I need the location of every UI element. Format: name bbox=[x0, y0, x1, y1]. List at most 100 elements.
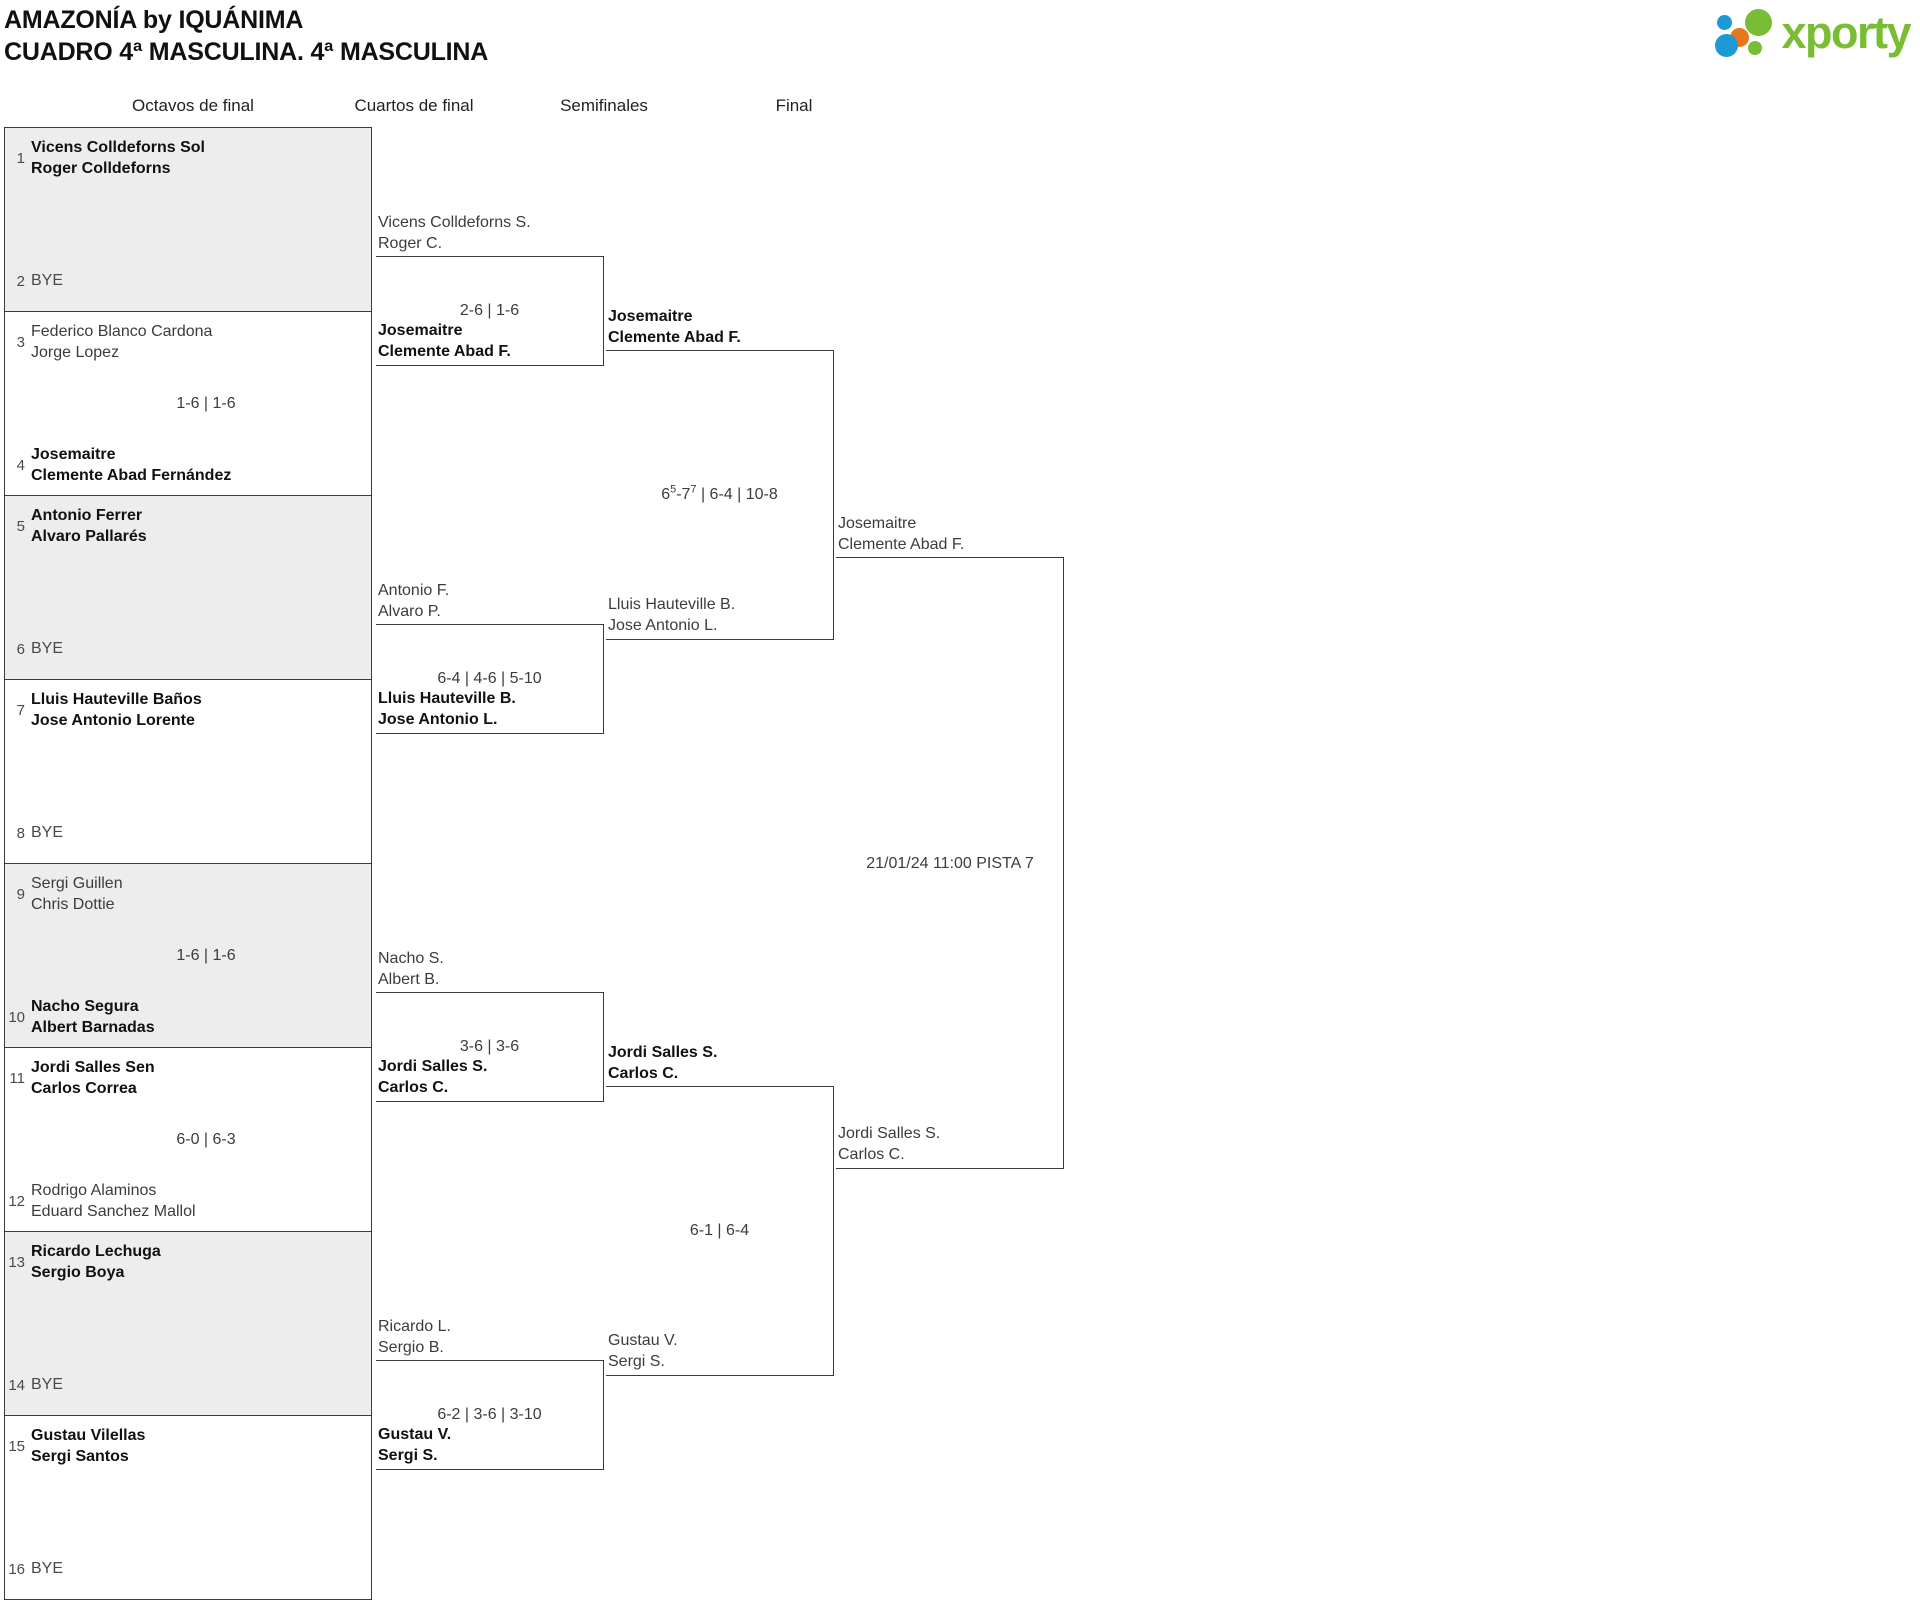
seed-number: 12 bbox=[8, 1192, 25, 1210]
match-score: 3-6 | 3-6 bbox=[459, 1038, 520, 1055]
match-score: 1-6 | 1-6 bbox=[176, 394, 236, 412]
player-name-1: Gustau Vilellas bbox=[31, 1426, 146, 1444]
player-name-1: Lluis Hauteville Baños bbox=[31, 690, 202, 708]
logo-wordmark: xporty bbox=[1781, 6, 1911, 58]
player-name-2: Roger C. bbox=[378, 235, 443, 253]
player-name-1: Jordi Salles S. bbox=[378, 1058, 488, 1075]
tournament-name: AMAZONÍA by IQUÁNIMA bbox=[4, 6, 304, 34]
player-name-1: Sergi Guillen bbox=[31, 874, 123, 892]
match-score: 6-4 | 4-6 | 5-10 bbox=[437, 670, 542, 687]
match-score: 6-2 | 3-6 | 3-10 bbox=[437, 1406, 542, 1423]
bye-label: BYE bbox=[31, 1560, 64, 1577]
player-name-2: Eduard Sanchez Mallol bbox=[31, 1203, 196, 1220]
player-name-2: Alvaro P. bbox=[378, 603, 441, 621]
player-name-2: Jorge Lopez bbox=[31, 344, 120, 361]
cuartos-match-box[interactable]: 6-4 | 4-6 | 5-10 bbox=[376, 624, 604, 734]
advancing-team-top[interactable]: Antonio F.Alvaro P. bbox=[378, 580, 449, 623]
xporty-logo: xporty bbox=[1715, 6, 1911, 58]
cuartos-match-box[interactable]: 2-6 | 1-6 bbox=[376, 256, 604, 366]
final-match-box[interactable] bbox=[836, 557, 1064, 1169]
match-score: 1-6 | 1-6 bbox=[176, 946, 236, 964]
advancing-team-top[interactable]: Nacho S.Albert B. bbox=[378, 948, 444, 991]
cuartos-match-box[interactable]: 3-6 | 3-6 bbox=[376, 992, 604, 1102]
advancing-team-bottom[interactable]: Lluis Hauteville B.Jose Antonio L. bbox=[378, 688, 516, 731]
bye-label: BYE bbox=[31, 640, 64, 657]
seed-number: 4 bbox=[16, 456, 25, 474]
semifinal-match-box[interactable]: 65-77 | 6-4 | 10-8 bbox=[606, 350, 834, 640]
player-name-1: Antonio Ferrer bbox=[31, 506, 143, 524]
player-name-1: Josemaitre bbox=[378, 322, 463, 339]
seed-number: 16 bbox=[8, 1560, 25, 1578]
cuartos-match-box[interactable]: 6-2 | 3-6 | 3-10 bbox=[376, 1360, 604, 1470]
logo-dot-blue-large bbox=[1715, 34, 1739, 57]
finalist-bottom[interactable]: Jordi Salles S.Carlos C. bbox=[838, 1123, 940, 1166]
advancing-team-top[interactable]: Ricardo L.Sergio B. bbox=[378, 1316, 451, 1359]
seed-number: 9 bbox=[16, 885, 25, 903]
advancing-team-bottom[interactable]: Jordi Salles S. Carlos C. bbox=[378, 1056, 487, 1099]
semifinal-match-box[interactable]: 6-1 | 6-4 bbox=[606, 1086, 834, 1376]
advancing-team-bottom[interactable]: Lluis Hauteville B.Jose Antonio L. bbox=[608, 594, 735, 637]
round-header-cuartos: Cuartos de final bbox=[354, 96, 474, 115]
seed-number: 3 bbox=[16, 333, 25, 351]
advancing-team-bottom[interactable]: Gustau V.Sergi S. bbox=[378, 1424, 451, 1467]
player-name-2: Clemente Abad Fernández bbox=[31, 467, 232, 484]
player-name-1: Rodrigo Alaminos bbox=[31, 1181, 157, 1199]
player-name-2: Jose Antonio L. bbox=[608, 617, 718, 635]
advancing-team-bottom[interactable]: Gustau V.Sergi S. bbox=[608, 1330, 678, 1373]
logo-dot-blue-small bbox=[1717, 15, 1733, 30]
player-name-1: Josemaitre bbox=[31, 445, 116, 463]
round-header-final: Final bbox=[775, 96, 813, 115]
player-name-1: Jordi Salles Sen bbox=[31, 1058, 155, 1076]
player-name-2: Clemente Abad F. bbox=[838, 536, 965, 554]
seed-number: 2 bbox=[16, 272, 25, 290]
seed-number: 15 bbox=[8, 1437, 25, 1455]
round-header-octavos: Octavos de final bbox=[132, 96, 254, 115]
advancing-team-top[interactable]: Vicens Colldeforns S.Roger C. bbox=[378, 212, 531, 255]
match-score: 65-77 | 6-4 | 10-8 bbox=[661, 483, 778, 503]
octavos-slot[interactable]: 16 BYE bbox=[5, 1547, 371, 1591]
player-name-2: Carlos C. bbox=[378, 1079, 449, 1097]
player-name-1: Ricardo Lechuga bbox=[31, 1242, 161, 1260]
player-name-2: Albert Barnadas bbox=[31, 1019, 155, 1036]
advancing-team-top[interactable]: Jordi Salles S.Carlos C. bbox=[608, 1042, 717, 1085]
player-name-1: Federico Blanco Cardona bbox=[31, 322, 213, 340]
